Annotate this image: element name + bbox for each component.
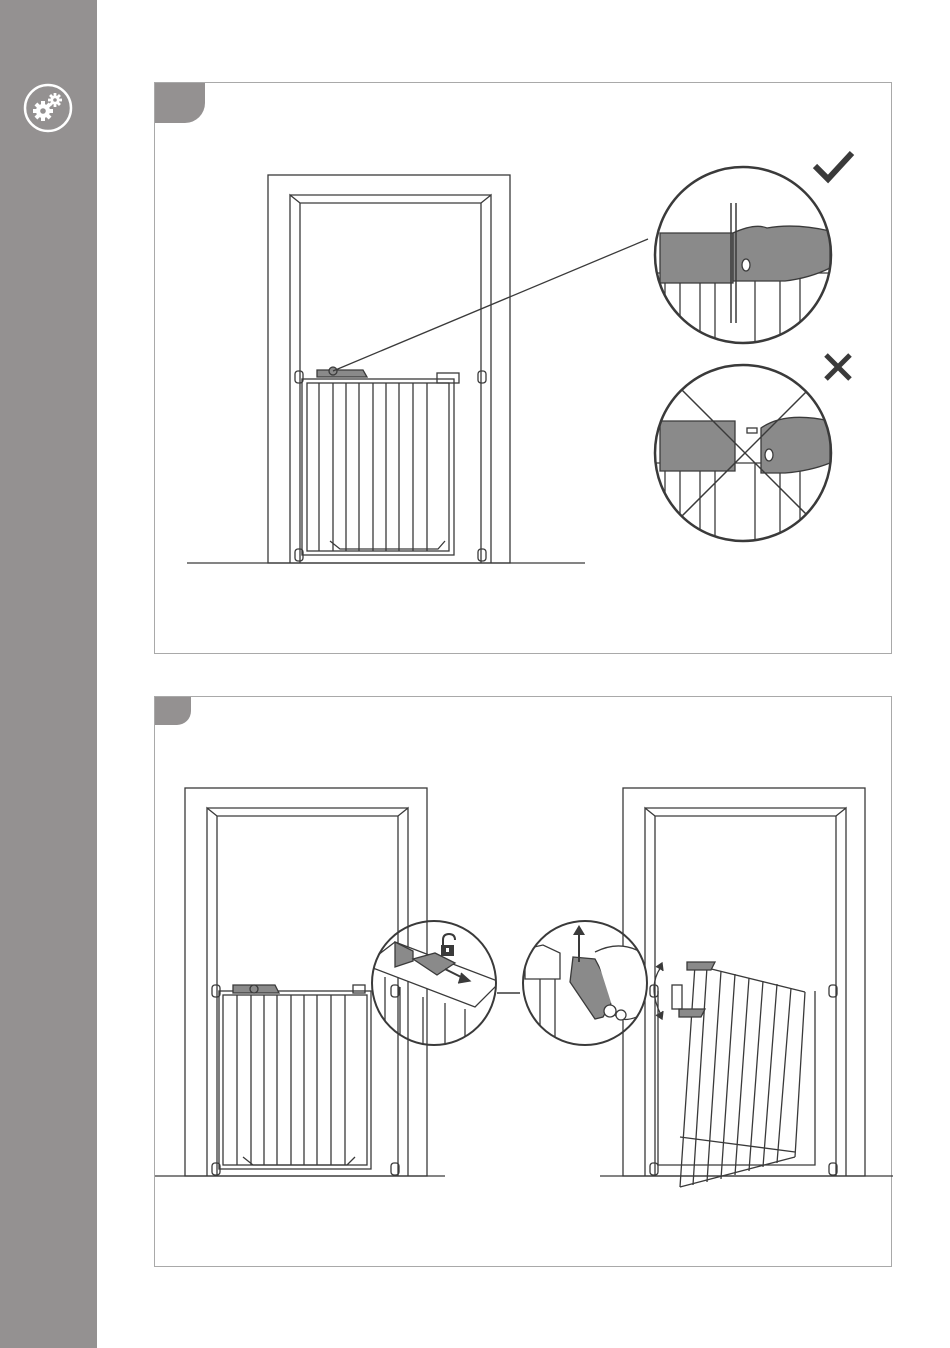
unlock-icon [441, 934, 455, 956]
checkmark-icon [815, 153, 852, 179]
right-door-frame [623, 788, 865, 1176]
panel-1 [154, 82, 892, 654]
panel-2-illustration [155, 697, 893, 1268]
gate [295, 371, 486, 561]
incorrect-alignment-inset [655, 355, 850, 543]
gears-icon [23, 83, 73, 133]
cross-icon [826, 355, 850, 379]
up-arrow-icon [573, 925, 585, 962]
unlock-slide-inset [365, 921, 500, 1057]
sidebar [0, 0, 97, 1348]
left-door-frame [185, 788, 427, 1176]
gate-handle [317, 370, 367, 377]
lift-handle-inset [523, 921, 655, 1057]
correct-alignment-inset [655, 153, 852, 343]
panel-2 [154, 696, 892, 1267]
right-gate-open [650, 962, 837, 1187]
left-gate [212, 985, 399, 1175]
panel-1-illustration [155, 83, 893, 655]
door-frame [268, 175, 510, 563]
